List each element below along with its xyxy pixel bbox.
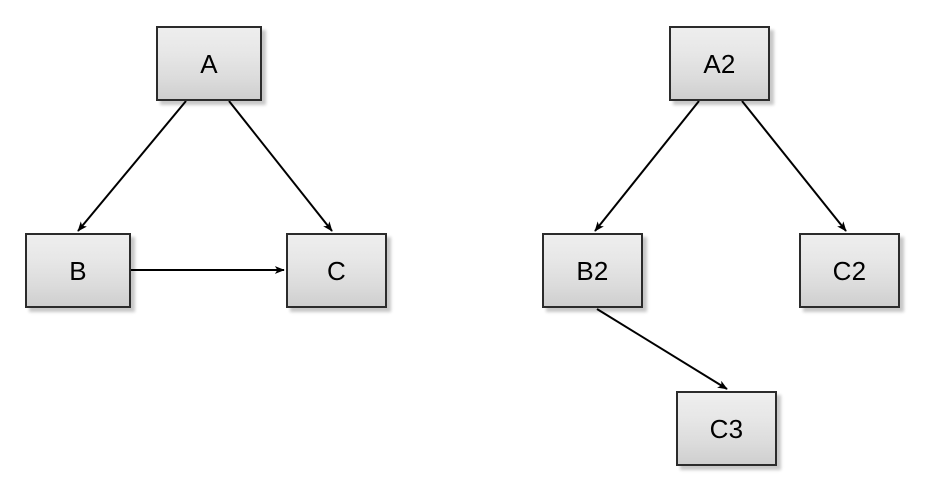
node-label-b2: B2 — [576, 255, 609, 286]
node-label-a: A — [200, 48, 218, 79]
node-label-a2: A2 — [703, 48, 736, 79]
node-b2[interactable]: B2 — [542, 233, 643, 308]
node-c[interactable]: C — [286, 233, 387, 308]
edge-a-to-c[interactable] — [228, 100, 333, 232]
node-label-c: C — [327, 255, 346, 286]
node-c3[interactable]: C3 — [676, 391, 777, 466]
node-label-b: B — [69, 255, 87, 286]
node-label-c2: C2 — [832, 255, 867, 286]
edge-a2-to-c2[interactable] — [741, 100, 847, 232]
edge-b2-to-c3[interactable] — [596, 308, 728, 390]
node-a[interactable]: A — [156, 26, 262, 101]
node-a2[interactable]: A2 — [669, 26, 770, 101]
edge-a2-to-b2[interactable] — [594, 100, 700, 232]
node-b[interactable]: B — [25, 233, 131, 308]
edges-group — [77, 100, 847, 390]
node-c2[interactable]: C2 — [799, 233, 900, 308]
node-label-c3: C3 — [709, 413, 744, 444]
edge-a-to-b[interactable] — [77, 100, 187, 232]
